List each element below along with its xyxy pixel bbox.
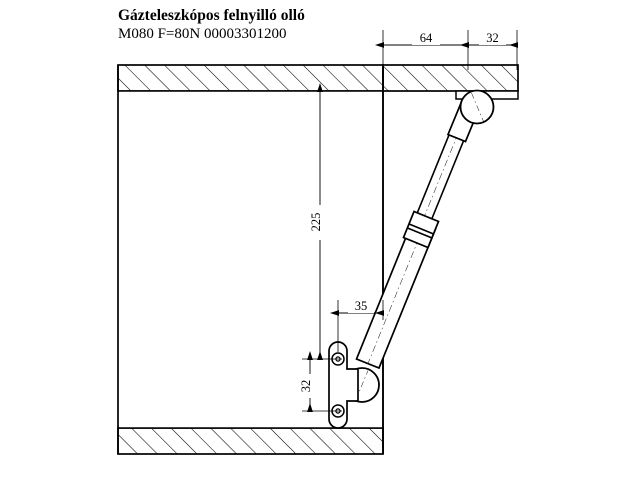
drawing-title: Gázteleszkópos felnyilló olló (118, 7, 305, 24)
top-ball (459, 89, 495, 125)
top-panel-right (382, 64, 519, 92)
dimension-225-group: 225 (309, 83, 327, 360)
dim-label-35: 35 (355, 299, 368, 313)
dim-label-225: 225 (309, 213, 323, 232)
dim-label-32-top: 32 (486, 31, 499, 45)
dim-32-top-label-bg (479, 30, 506, 45)
dim-label-32-bracket: 32 (299, 380, 313, 393)
top-ball-joint (459, 89, 495, 125)
dim-32b-label-bg (301, 374, 317, 398)
dim-label-64: 64 (420, 31, 433, 45)
drawing-subtitle: M080 F=80N 00003301200 (118, 26, 287, 42)
cylinder-gland (402, 210, 440, 249)
title-block: Gázteleszkópos felnyilló olló M080 F=80N… (118, 6, 418, 44)
bottom-panel (117, 427, 384, 455)
dim-64-label-bg (412, 30, 440, 45)
dim-35-label-bg (348, 298, 374, 313)
dimension-35-group: 35 (330, 298, 384, 352)
gland-seam-2 (408, 223, 434, 235)
dimension-top-group: 64 32 (375, 30, 518, 70)
dimension-32-bracket-group: 32 (299, 351, 342, 412)
gland-seam-1 (407, 227, 433, 239)
top-panel-left (117, 64, 384, 92)
top-ball-centerline (471, 92, 484, 122)
cylinder-centerline (367, 224, 425, 364)
dim-225-label-bg (311, 205, 327, 240)
